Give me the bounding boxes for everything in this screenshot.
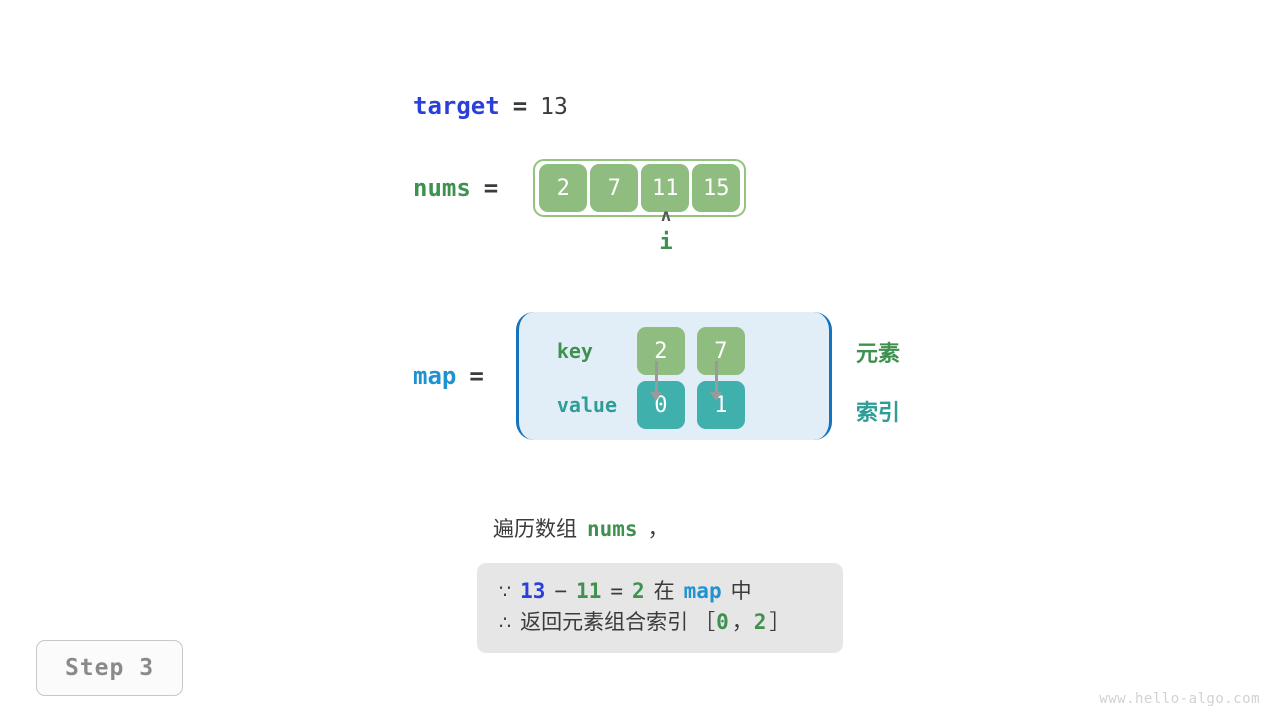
step-badge: Step 3: [36, 640, 183, 696]
returned-index-b: 2: [753, 610, 767, 634]
conclusion-line-2: ∴ 返回元素组合索引 ［ 0 ， 2 ］: [477, 607, 843, 638]
watermark: www.hello-algo.com: [1099, 691, 1260, 707]
conclusion-tail-text: 中: [730, 579, 752, 603]
caret-up-icon: ʌ: [660, 206, 672, 226]
returned-index-a: 0: [716, 610, 729, 634]
nums-declaration: nums = 2 7 11 15: [413, 159, 747, 217]
conclusion-operand-b: 11: [576, 579, 602, 603]
map-row-label-key: key: [556, 339, 593, 363]
map-key-cell: 2: [636, 327, 685, 375]
map-label-group: map =: [413, 310, 484, 442]
target-variable-name: target: [413, 92, 500, 120]
conclusion-map-ref: map: [683, 579, 722, 603]
array-cell: 15: [692, 164, 741, 212]
conclusion-result: 2: [632, 579, 645, 603]
map-row-label-value: value: [556, 393, 618, 417]
key-to-value-arrow-icon: [714, 361, 718, 394]
target-equals-sign: =: [512, 92, 528, 120]
therefore-symbol: ∴: [499, 612, 512, 634]
conclusion-line-1: ∵ 13 − 11 = 2 在 map 中: [477, 576, 843, 607]
conclusion-in-text: 在: [653, 579, 675, 603]
map-variable-name: map: [413, 362, 457, 390]
map-key-cell: 7: [696, 327, 745, 375]
map-value-cell: 0: [636, 381, 685, 429]
target-declaration: target = 13: [413, 92, 568, 120]
target-value: 13: [540, 94, 568, 120]
caption-prefix: 遍历数组: [493, 517, 577, 541]
because-symbol: ∵: [499, 581, 512, 603]
array-cell: 2: [539, 164, 588, 212]
conclusion-return-text: 返回元素组合索引: [520, 610, 689, 634]
key-to-value-arrow-icon: [654, 361, 658, 394]
map-legend: 元素 索引: [856, 336, 900, 427]
caption-suffix: ，: [647, 517, 669, 541]
array-cell: 7: [590, 164, 639, 212]
caption-code-ref: nums: [587, 517, 638, 541]
map-grid: key 2 7 value 0 1: [557, 326, 749, 430]
map-declaration: map = key 2 7 value 0 1: [413, 310, 832, 442]
conclusion-operand-a: 13: [520, 579, 546, 603]
conclusion-minus-operator: −: [554, 579, 568, 603]
nums-array-container: 2 7 11 15: [533, 159, 747, 217]
conclusion-equals-operator: =: [610, 579, 623, 603]
bracket-open: ［: [694, 610, 716, 634]
map-value-cell: 1: [696, 381, 745, 429]
map-container: key 2 7 value 0 1: [515, 312, 832, 440]
bracket-close: ］: [769, 610, 791, 634]
caption-line: 遍历数组 nums ，: [493, 513, 669, 543]
legend-element-label: 元素: [856, 342, 901, 367]
index-pointer-label: i: [659, 230, 673, 255]
nums-equals-sign: =: [483, 174, 499, 202]
map-equals-sign: =: [469, 362, 484, 390]
legend-index-label: 索引: [856, 401, 901, 426]
nums-variable-name: nums: [413, 174, 471, 202]
conclusion-box: ∵ 13 − 11 = 2 在 map 中 ∴ 返回元素组合索引 ［ 0 ， 2…: [477, 563, 843, 653]
returned-index-comma: ，: [731, 610, 753, 634]
index-pointer-group: ʌ i: [646, 207, 686, 254]
array-cell: 11: [641, 164, 690, 212]
